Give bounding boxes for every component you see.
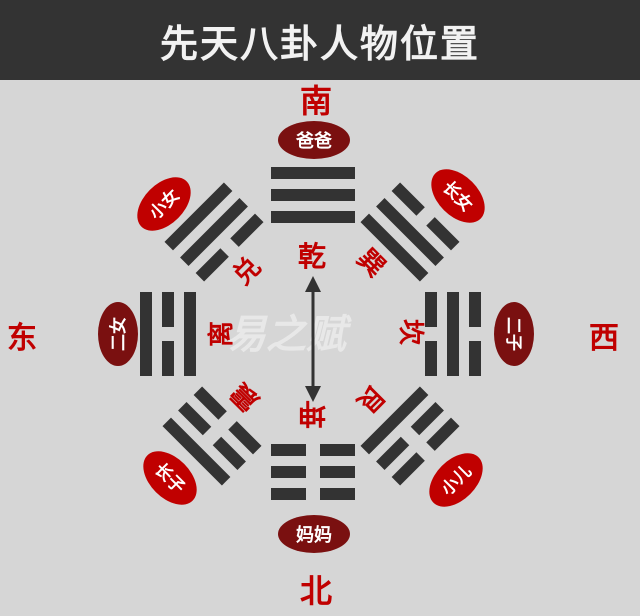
yang-line [180, 198, 248, 266]
yin-line-segment [271, 488, 306, 500]
yin-line-segment [391, 182, 425, 216]
direction-north: 北 [300, 572, 332, 610]
trigram-name-xun: 巽 [351, 244, 391, 284]
pill-kun-person: 妈妈 [278, 515, 350, 553]
yin-line-segment [320, 444, 355, 456]
trigram-name-gen: 艮 [350, 379, 390, 419]
direction-west: 西 [589, 321, 619, 356]
page-title: 先天八卦人物位置 [159, 21, 480, 66]
pill-gen-person: 小儿 [429, 453, 483, 507]
yin-line-segment [426, 417, 460, 451]
trigram-name-kan: 坎 [395, 319, 425, 345]
trigram-kan-symbol [425, 292, 481, 376]
yang-line [140, 292, 152, 376]
yin-line-segment [271, 466, 306, 478]
yin-line-segment [162, 341, 174, 376]
yin-line-segment [391, 452, 425, 486]
trigram-dui-symbol [164, 182, 264, 282]
yin-line-segment [410, 402, 444, 436]
yin-line-segment [469, 341, 481, 376]
person-label: 爸爸 [295, 130, 332, 152]
yang-line [360, 386, 429, 455]
yin-line-segment [193, 386, 227, 420]
pill-qian-person: 爸爸 [278, 121, 350, 159]
yang-line [447, 292, 459, 376]
yang-line [271, 167, 355, 179]
yin-line-segment [228, 421, 262, 455]
trigram-name-zhen: 震 [225, 376, 265, 416]
yin-line-segment [376, 436, 410, 470]
yang-line [164, 182, 233, 251]
yin-line-segment [230, 213, 264, 247]
pill-li-person: 二女 [98, 302, 138, 366]
yin-line-segment [195, 248, 229, 282]
pill-xun-person: 长女 [431, 169, 485, 223]
yin-line-segment [425, 292, 437, 327]
person-label: 妈妈 [296, 525, 332, 546]
trigram-qian-symbol [271, 167, 355, 223]
yin-line-segment [320, 488, 355, 500]
yin-line-segment [271, 444, 306, 456]
trigram-xun-symbol [360, 182, 460, 282]
yin-line-segment [425, 341, 437, 376]
yin-line-segment [162, 292, 174, 327]
direction-south: 南 [300, 82, 332, 120]
yin-line-segment [469, 292, 481, 327]
trigram-zhen-symbol [162, 386, 262, 486]
yang-line [271, 189, 355, 201]
trigram-name-dui: 兑 [228, 252, 268, 292]
direction-east: 东 [7, 321, 37, 356]
yang-line [271, 211, 355, 223]
yin-line-segment [212, 436, 246, 470]
trigram-gen-symbol [360, 386, 460, 486]
yang-line [360, 213, 429, 282]
title-bar: 先天八卦人物位置 [0, 0, 640, 80]
yin-line-segment [178, 402, 212, 436]
watermark: 易之赋 [226, 311, 352, 358]
trigram-name-kun: 坤 [298, 397, 326, 430]
yang-line [162, 417, 231, 486]
trigram-li-symbol [140, 292, 196, 376]
double-arrow-icon [305, 276, 321, 402]
pill-zhen-person: 长子 [143, 451, 197, 505]
yin-line-segment [320, 466, 355, 478]
person-label: 二子 [503, 317, 523, 351]
pill-dui-person: 小女 [137, 177, 191, 231]
yin-line-segment [426, 217, 460, 251]
yang-line [184, 292, 196, 376]
yang-line [376, 198, 444, 266]
trigram-name-li: 离 [206, 321, 237, 347]
pill-kan-person: 二子 [494, 302, 534, 366]
trigram-name-qian: 乾 [298, 240, 326, 273]
person-label: 二女 [108, 317, 129, 351]
trigram-kun-symbol [271, 444, 355, 500]
